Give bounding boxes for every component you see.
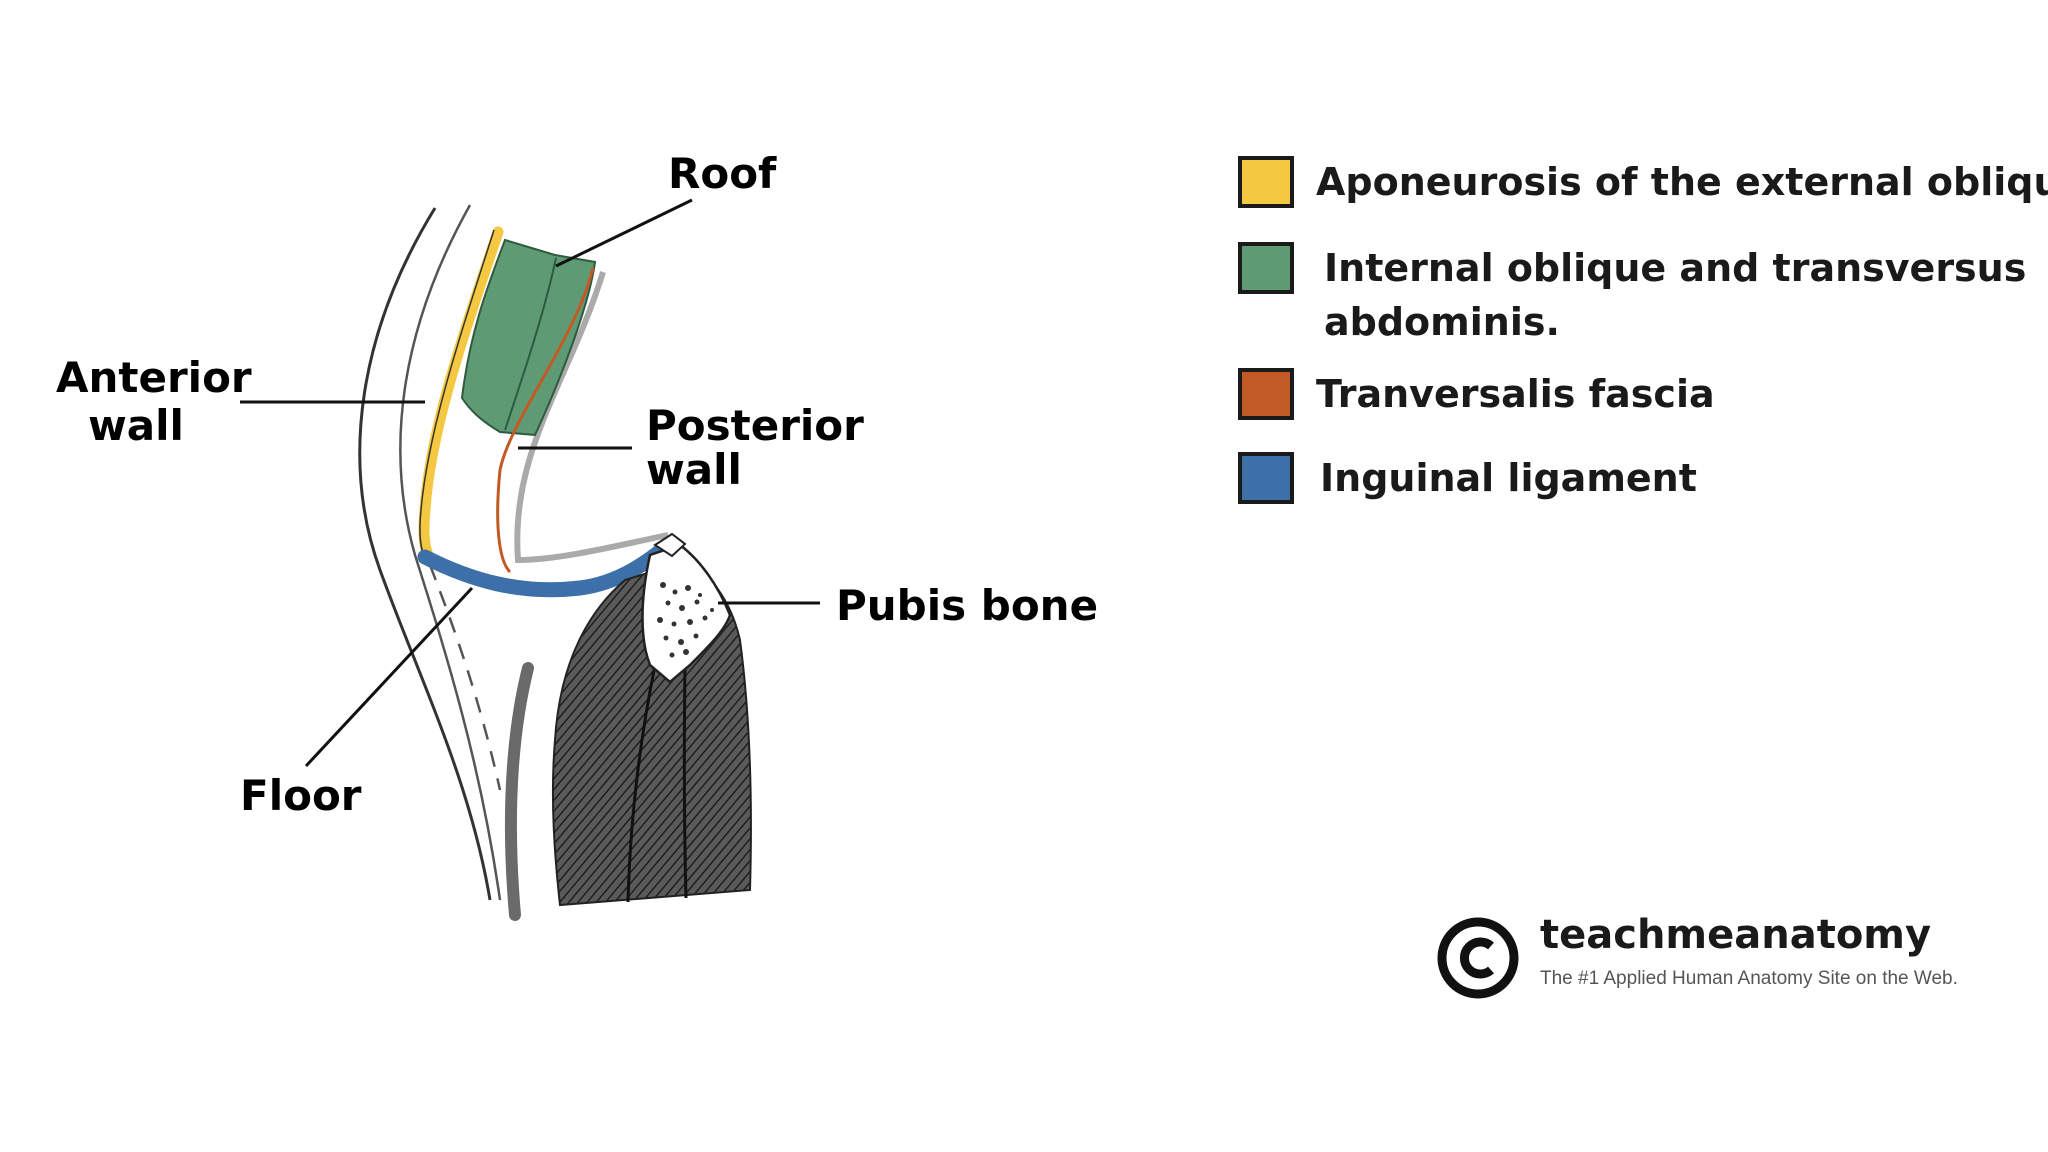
transversalis-fascia xyxy=(496,267,595,574)
brand-name: teachmeanatomy xyxy=(1540,912,1932,958)
internal-oblique-division xyxy=(504,257,557,431)
legend-label-continued: abdominis. xyxy=(1324,300,1560,344)
pubic-tubercle xyxy=(641,543,732,684)
label-posterior-wall-line1: Posterior xyxy=(646,401,864,450)
legend-label: Inguinal ligament xyxy=(1320,456,1697,500)
pubis-bone-line-1 xyxy=(626,664,657,903)
label-roof: Roof xyxy=(668,149,777,198)
legend-swatch xyxy=(1238,368,1294,420)
ligament-tip xyxy=(653,532,687,558)
label-anterior-wall-line2: wall xyxy=(88,401,184,450)
label-floor: Floor xyxy=(240,771,362,820)
legend-swatch xyxy=(1238,242,1294,294)
brand-watermark: teachmeanatomy The #1 Applied Human Anat… xyxy=(1436,912,2036,1012)
floor-leader xyxy=(304,586,474,768)
copyright-icon xyxy=(1437,917,1519,999)
internal-oblique-muscle xyxy=(460,238,597,437)
external-oblique-outline xyxy=(419,229,495,564)
skin-outline-inner xyxy=(399,204,502,901)
label-anterior-wall-line1: Anterior xyxy=(56,353,252,402)
bone-texture-dots xyxy=(657,582,714,658)
legend-label: Aponeurosis of the external oblique xyxy=(1316,160,2048,204)
inguinal-ligament xyxy=(417,537,676,598)
external-oblique-aponeurosis xyxy=(418,226,504,568)
roof-leader xyxy=(555,198,693,268)
legend-swatch xyxy=(1238,452,1294,504)
legend-swatch xyxy=(1238,156,1294,208)
label-posterior-wall-line2: wall xyxy=(646,445,742,494)
legend-label: Tranversalis fascia xyxy=(1316,372,1715,416)
label-pubis-bone: Pubis bone xyxy=(836,581,1098,630)
posterior-gray-line xyxy=(514,271,669,564)
brand-tagline: The #1 Applied Human Anatomy Site on the… xyxy=(1540,968,1958,989)
vessel-tube xyxy=(504,662,534,921)
legend-label: Internal oblique and transversus xyxy=(1324,246,2027,290)
pubis-bone-line-2 xyxy=(682,664,688,899)
skin-outline-outer xyxy=(358,207,492,901)
fascia-dashed-line xyxy=(428,564,502,791)
